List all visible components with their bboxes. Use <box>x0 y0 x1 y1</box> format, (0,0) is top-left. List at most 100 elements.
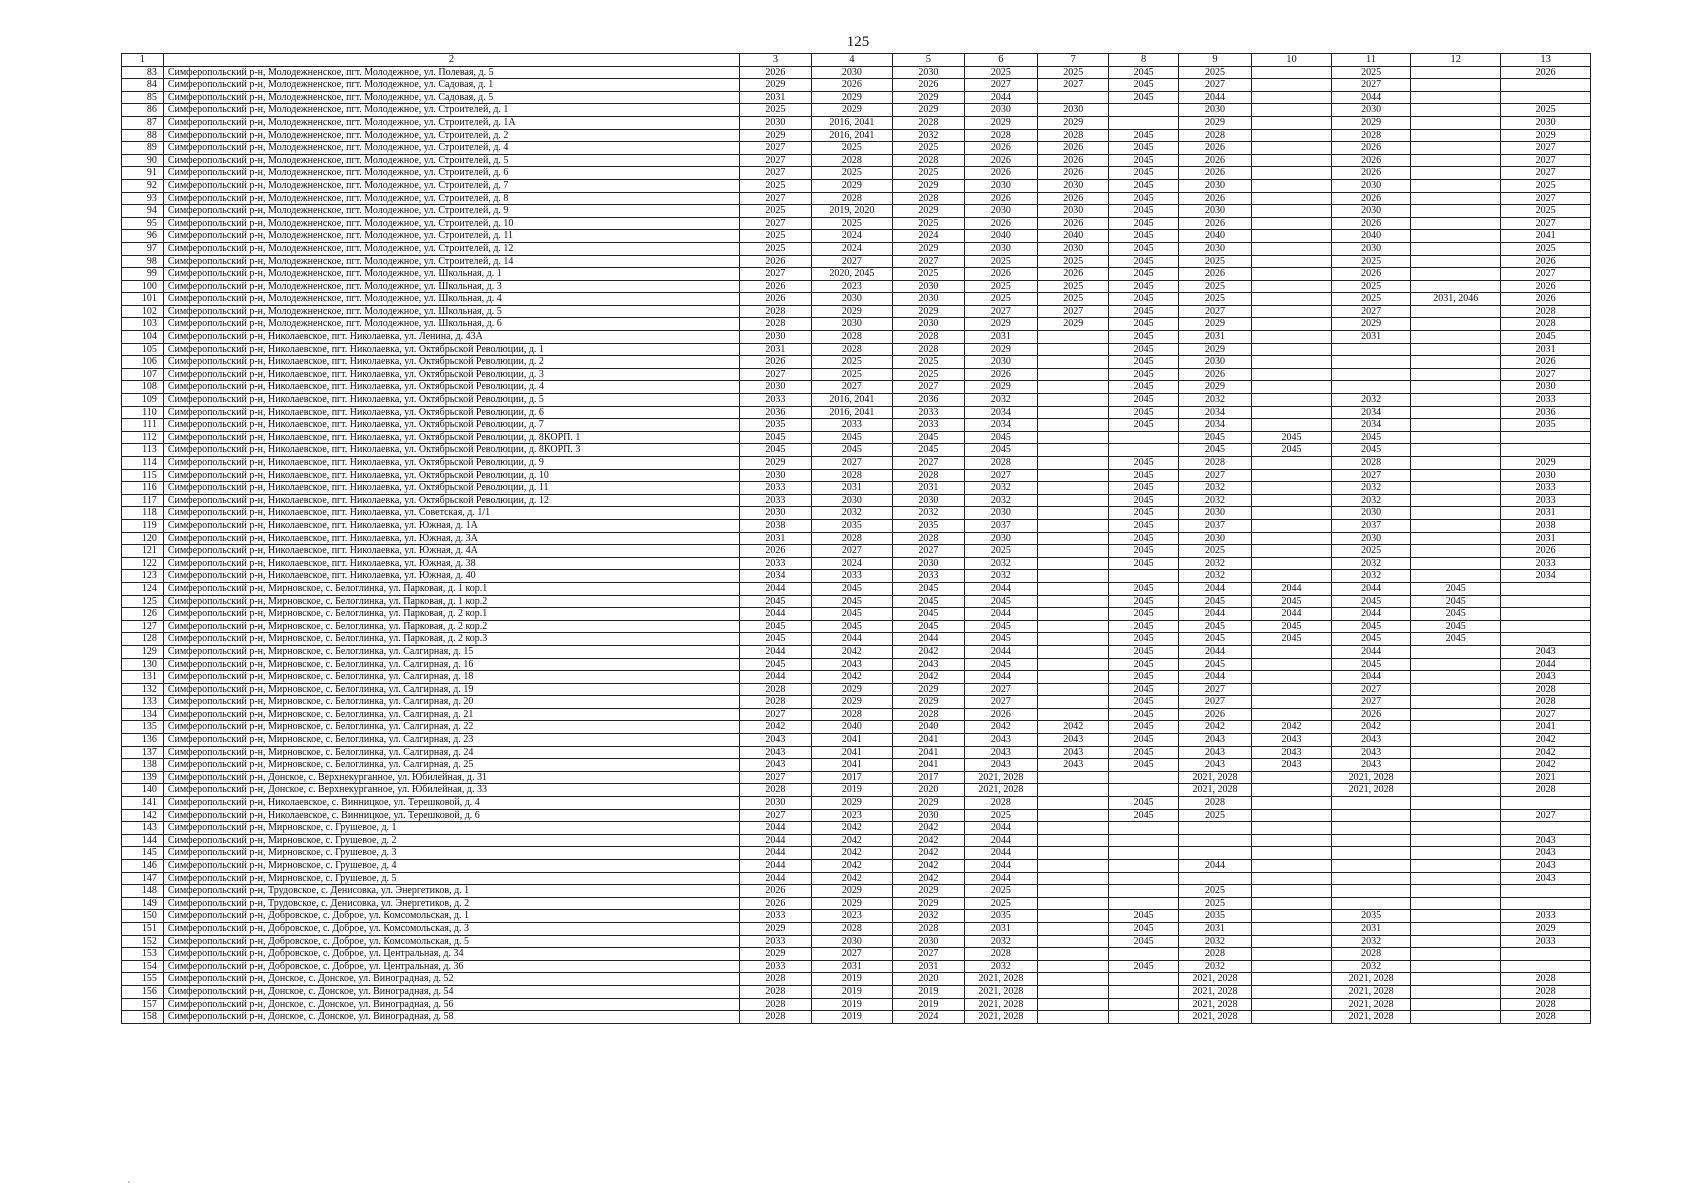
year-cell-col-13: 2027 <box>1500 367 1591 382</box>
year-cell-col-5: 2030 <box>892 65 965 80</box>
year-cell-col-11: 2025 <box>1330 254 1412 269</box>
address-cell: Симферопольский р-н, Николаевское, с. Ви… <box>162 796 741 810</box>
year-cell-col-8: 2045 <box>1108 367 1179 382</box>
year-cell-col-9: 2021, 2028 <box>1177 984 1253 999</box>
year-cell-col-7: 2040 <box>1037 229 1110 243</box>
year-cell-col-6: 2042 <box>963 720 1039 735</box>
year-cell-col-3: 2027 <box>739 153 812 168</box>
column-header-6: 6 <box>963 53 1039 67</box>
year-cell-col-10: 2045 <box>1251 632 1332 646</box>
year-cell-col-4: 2025 <box>810 367 894 382</box>
year-cell-col-6: 2030 <box>963 241 1039 256</box>
year-cell-col-13: 2031 <box>1500 506 1591 520</box>
year-cell-col-5: 2027 <box>892 380 965 395</box>
row-number-cell: 94 <box>121 204 164 218</box>
year-cell-col-11: 2026 <box>1330 216 1412 231</box>
year-cell-col-5: 2030 <box>892 279 965 294</box>
row-number-cell: 90 <box>121 153 164 168</box>
year-cell-col-4: 2030 <box>810 934 894 949</box>
row-number-cell: 154 <box>121 959 164 974</box>
year-cell-col-10: 2045 <box>1251 443 1332 457</box>
year-cell-col-5: 2024 <box>892 229 965 243</box>
year-cell-col-7 <box>1037 921 1110 936</box>
year-cell-col-11 <box>1330 896 1412 911</box>
year-cell-col-6: 2025 <box>963 279 1039 294</box>
row-number-cell: 86 <box>121 103 164 117</box>
year-cell-col-13: 2033 <box>1500 909 1591 923</box>
year-cell-col-12 <box>1410 128 1502 143</box>
row-number-cell: 95 <box>121 216 164 231</box>
row-number-cell: 133 <box>121 695 164 709</box>
year-cell-col-3: 2027 <box>739 141 812 155</box>
year-cell-col-3: 2044 <box>739 581 812 596</box>
year-cell-col-13: 2030 <box>1500 468 1591 483</box>
year-cell-col-9: 2027 <box>1177 468 1253 483</box>
year-cell-col-7 <box>1037 380 1110 395</box>
year-cell-col-11: 2035 <box>1330 909 1412 923</box>
year-cell-col-6: 2034 <box>963 405 1039 420</box>
column-header-3: 3 <box>739 53 812 67</box>
year-cell-col-5: 2042 <box>892 859 965 873</box>
year-cell-col-9: 2034 <box>1177 418 1253 432</box>
year-cell-col-12 <box>1410 393 1502 407</box>
year-cell-col-4: 2044 <box>810 632 894 646</box>
row-number-cell: 110 <box>121 405 164 420</box>
year-cell-col-9: 2028 <box>1177 128 1253 143</box>
year-cell-col-13: 2027 <box>1500 216 1591 231</box>
year-cell-col-8: 2045 <box>1108 808 1179 823</box>
year-cell-col-10 <box>1251 984 1332 999</box>
year-cell-col-6: 2031 <box>963 330 1039 344</box>
year-cell-col-10 <box>1251 657 1332 672</box>
address-cell: Симферопольский р-н, Молодежненское, пгт… <box>162 204 741 218</box>
address-cell: Симферопольский р-н, Мирновское, с. Груш… <box>162 859 741 873</box>
address-cell: Симферопольский р-н, Донское, с. Верхнек… <box>162 770 741 785</box>
year-cell-col-11 <box>1330 821 1412 835</box>
year-cell-col-6: 2032 <box>963 934 1039 949</box>
year-cell-col-7 <box>1037 783 1110 798</box>
year-cell-col-13: 2033 <box>1500 556 1591 571</box>
row-number-cell: 151 <box>121 921 164 936</box>
year-cell-col-4: 2024 <box>810 556 894 571</box>
year-cell-col-5: 2028 <box>892 921 965 936</box>
year-cell-col-7 <box>1037 909 1110 923</box>
year-cell-col-9: 2045 <box>1177 594 1253 609</box>
year-cell-col-6: 2045 <box>963 443 1039 457</box>
year-cell-col-11: 2031 <box>1330 921 1412 936</box>
year-cell-col-12 <box>1410 355 1502 369</box>
year-cell-col-12 <box>1410 103 1502 117</box>
year-cell-col-6: 2045 <box>963 657 1039 672</box>
address-cell: Симферопольский р-н, Молодежненское, пгт… <box>162 65 741 80</box>
year-cell-col-8 <box>1108 972 1179 986</box>
year-cell-col-13: 2028 <box>1500 317 1591 332</box>
year-cell-col-4: 2042 <box>810 670 894 684</box>
year-cell-col-8: 2045 <box>1108 241 1179 256</box>
year-cell-col-11: 2032 <box>1330 959 1412 974</box>
year-cell-col-12 <box>1410 859 1502 873</box>
year-cell-col-10: 2043 <box>1251 745 1332 760</box>
year-cell-col-8: 2045 <box>1108 644 1179 659</box>
year-cell-col-12 <box>1410 506 1502 520</box>
year-cell-col-9: 2044 <box>1177 581 1253 596</box>
year-cell-col-11 <box>1330 355 1412 369</box>
year-cell-col-12 <box>1410 115 1502 130</box>
column-header-8: 8 <box>1108 53 1179 67</box>
year-cell-col-12 <box>1410 204 1502 218</box>
year-cell-col-8: 2045 <box>1108 204 1179 218</box>
year-cell-col-13: 2026 <box>1500 254 1591 269</box>
year-cell-col-6: 2025 <box>963 292 1039 306</box>
year-cell-col-5: 2028 <box>892 115 965 130</box>
year-cell-col-4: 2027 <box>810 380 894 395</box>
year-cell-col-13 <box>1500 443 1591 457</box>
year-cell-col-8: 2045 <box>1108 607 1179 621</box>
year-cell-col-7: 2029 <box>1037 115 1110 130</box>
year-cell-col-13: 2028 <box>1500 1010 1591 1024</box>
